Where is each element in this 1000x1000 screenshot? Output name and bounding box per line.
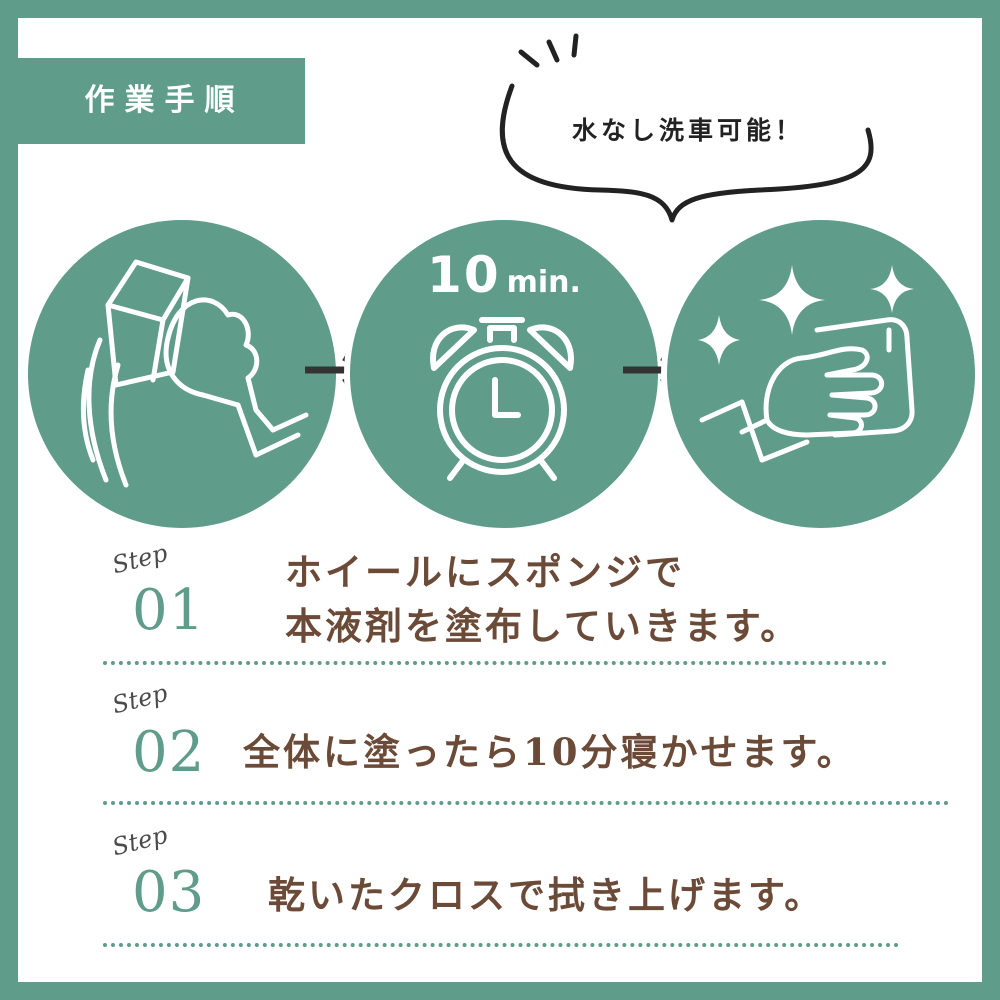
step1-illustration bbox=[28, 220, 336, 528]
sparkle-shine-icon bbox=[698, 265, 915, 463]
step1-text-line2: 本液剤を塗布していきます。 bbox=[285, 604, 801, 648]
timer-number: 10 bbox=[427, 246, 501, 304]
bubble-text: 水なし洗車可能！ bbox=[571, 116, 804, 145]
step1-divider bbox=[103, 661, 887, 665]
step1-number: 01 bbox=[132, 578, 206, 643]
step3-illustration bbox=[667, 220, 975, 528]
step3-text-line1: 乾いたクロスで拭き上げます。 bbox=[268, 873, 825, 917]
step2-divider bbox=[103, 801, 949, 805]
alarm-clock-icon bbox=[430, 317, 574, 481]
timer-unit: min. bbox=[506, 265, 581, 300]
step3-divider bbox=[103, 943, 899, 947]
sponge-wipe-icon bbox=[80, 259, 309, 488]
step2-number: 02 bbox=[132, 720, 206, 785]
step3-number: 03 bbox=[132, 860, 206, 925]
step2-text-line1: 全体に塗ったら10分寝かせます。 bbox=[243, 730, 857, 774]
page-title: 作業手順 bbox=[18, 58, 305, 144]
step1-text-line1: ホイールにスポンジで bbox=[285, 550, 685, 594]
